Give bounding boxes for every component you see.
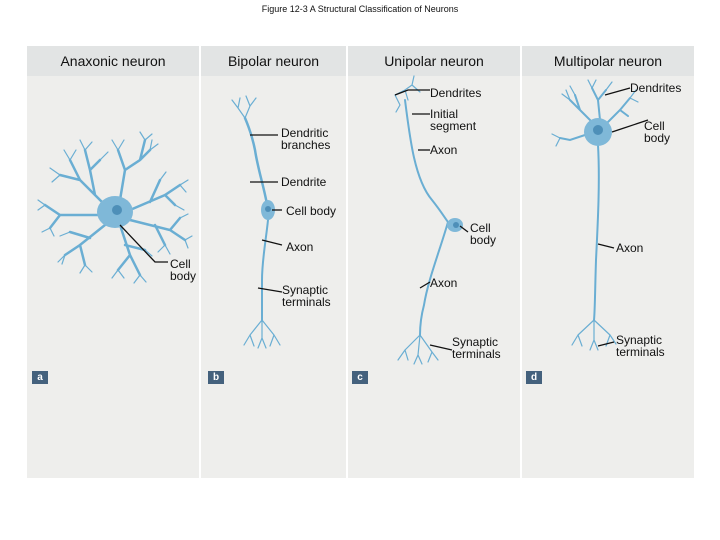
panel-d-title: Multipolar neuron: [522, 46, 694, 76]
panel-b-title: Bipolar neuron: [201, 46, 346, 76]
unipolar-neuron: [394, 75, 449, 365]
panel-b-tag: b: [208, 371, 224, 384]
bipolar-neuron: [231, 95, 281, 349]
label-c-axon-top: Axon: [430, 143, 458, 157]
label-d-dendrites: Dendrites: [630, 81, 682, 95]
panel-d: [522, 46, 694, 478]
panel-c-title: Unipolar neuron: [348, 46, 520, 76]
panel-c: [348, 46, 520, 478]
label-a-cell-body: Cell body: [170, 257, 197, 283]
label-b-synaptic-terminals: Synaptic terminals: [282, 283, 331, 309]
label-c-initial-segment: Initial segment: [430, 107, 477, 133]
label-d-cell-body: Cell body: [644, 119, 671, 145]
anaxonic-neuron: [37, 131, 193, 284]
label-c-synaptic-terminals: Synaptic terminals: [452, 335, 501, 361]
label-d-axon: Axon: [616, 241, 644, 255]
label-c-dendrites: Dendrites: [430, 86, 482, 100]
leader-lines: [119, 87, 649, 351]
label-b-dendritic-branches: Dendritic branches: [281, 126, 331, 152]
label-c-cell-body: Cell body: [470, 221, 497, 247]
label-d-synaptic-terminals: Synaptic terminals: [616, 333, 665, 359]
multipolar-neuron: [551, 79, 639, 351]
label-b-dendrite: Dendrite: [281, 175, 327, 189]
panel-a-tag: a: [32, 371, 48, 384]
panel-d-tag: d: [526, 371, 542, 384]
panel-a: [27, 46, 199, 478]
figure-caption: Figure 12-3 A Structural Classification …: [261, 4, 459, 14]
panel-a-title: Anaxonic neuron: [27, 46, 199, 76]
label-c-axon-bottom: Axon: [430, 276, 458, 290]
panel-b: [201, 46, 346, 478]
label-b-axon: Axon: [286, 240, 314, 254]
label-b-cell-body: Cell body: [286, 204, 337, 218]
panel-c-tag: c: [352, 371, 368, 384]
